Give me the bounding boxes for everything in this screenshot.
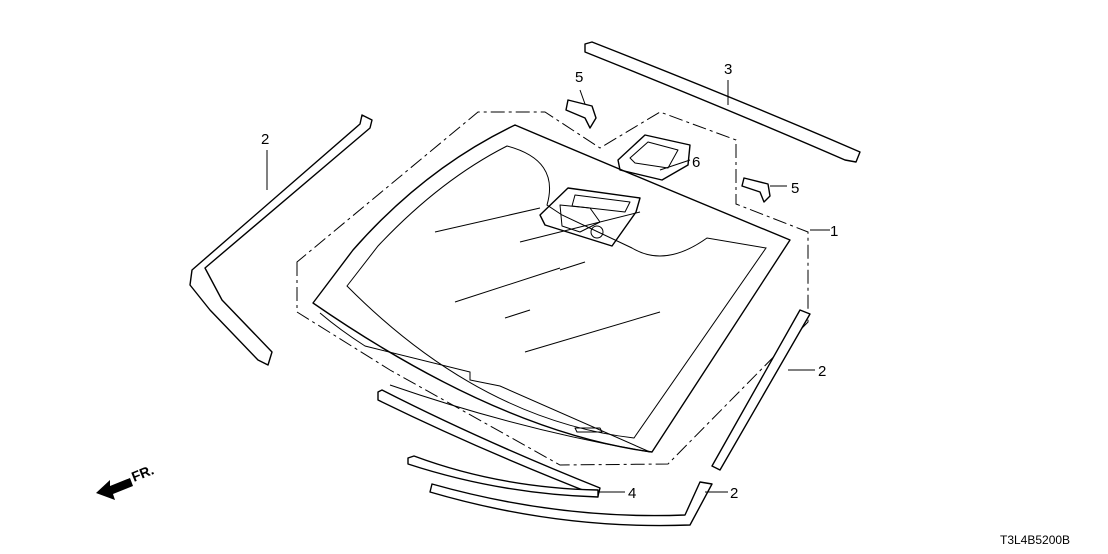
- callout-lower-molding-right: 2: [730, 485, 738, 502]
- callout-clip-right: 5: [791, 180, 799, 197]
- drawing-code: T3L4B5200B: [1000, 533, 1070, 547]
- front-direction-arrow: FR.: [96, 461, 156, 500]
- lower-molding-right: [429, 481, 713, 527]
- side-molding-left: [189, 114, 373, 366]
- assembly-boundary: [296, 111, 809, 466]
- sensor-mount-area: [539, 187, 641, 247]
- callout-dam-rubber: 4: [628, 485, 636, 502]
- dam-rubber-lower: [407, 455, 599, 498]
- clip-right: [741, 177, 771, 203]
- front-label: FR.: [129, 461, 156, 484]
- arrow-icon: [96, 478, 133, 500]
- callout-windshield: 1: [830, 223, 838, 240]
- clip-left: [565, 99, 597, 129]
- callout-upper-molding: 3: [724, 61, 732, 78]
- callout-side-molding-right: 2: [818, 363, 826, 380]
- callout-side-molding-left: 2: [261, 131, 269, 148]
- side-molding-right: [711, 309, 811, 471]
- sensor-bracket: [617, 134, 691, 181]
- callout-clip-left: 5: [575, 69, 583, 86]
- callout-sensor-bracket: 6: [692, 154, 700, 171]
- windshield-glass: [312, 124, 791, 453]
- upper-molding: [584, 41, 861, 163]
